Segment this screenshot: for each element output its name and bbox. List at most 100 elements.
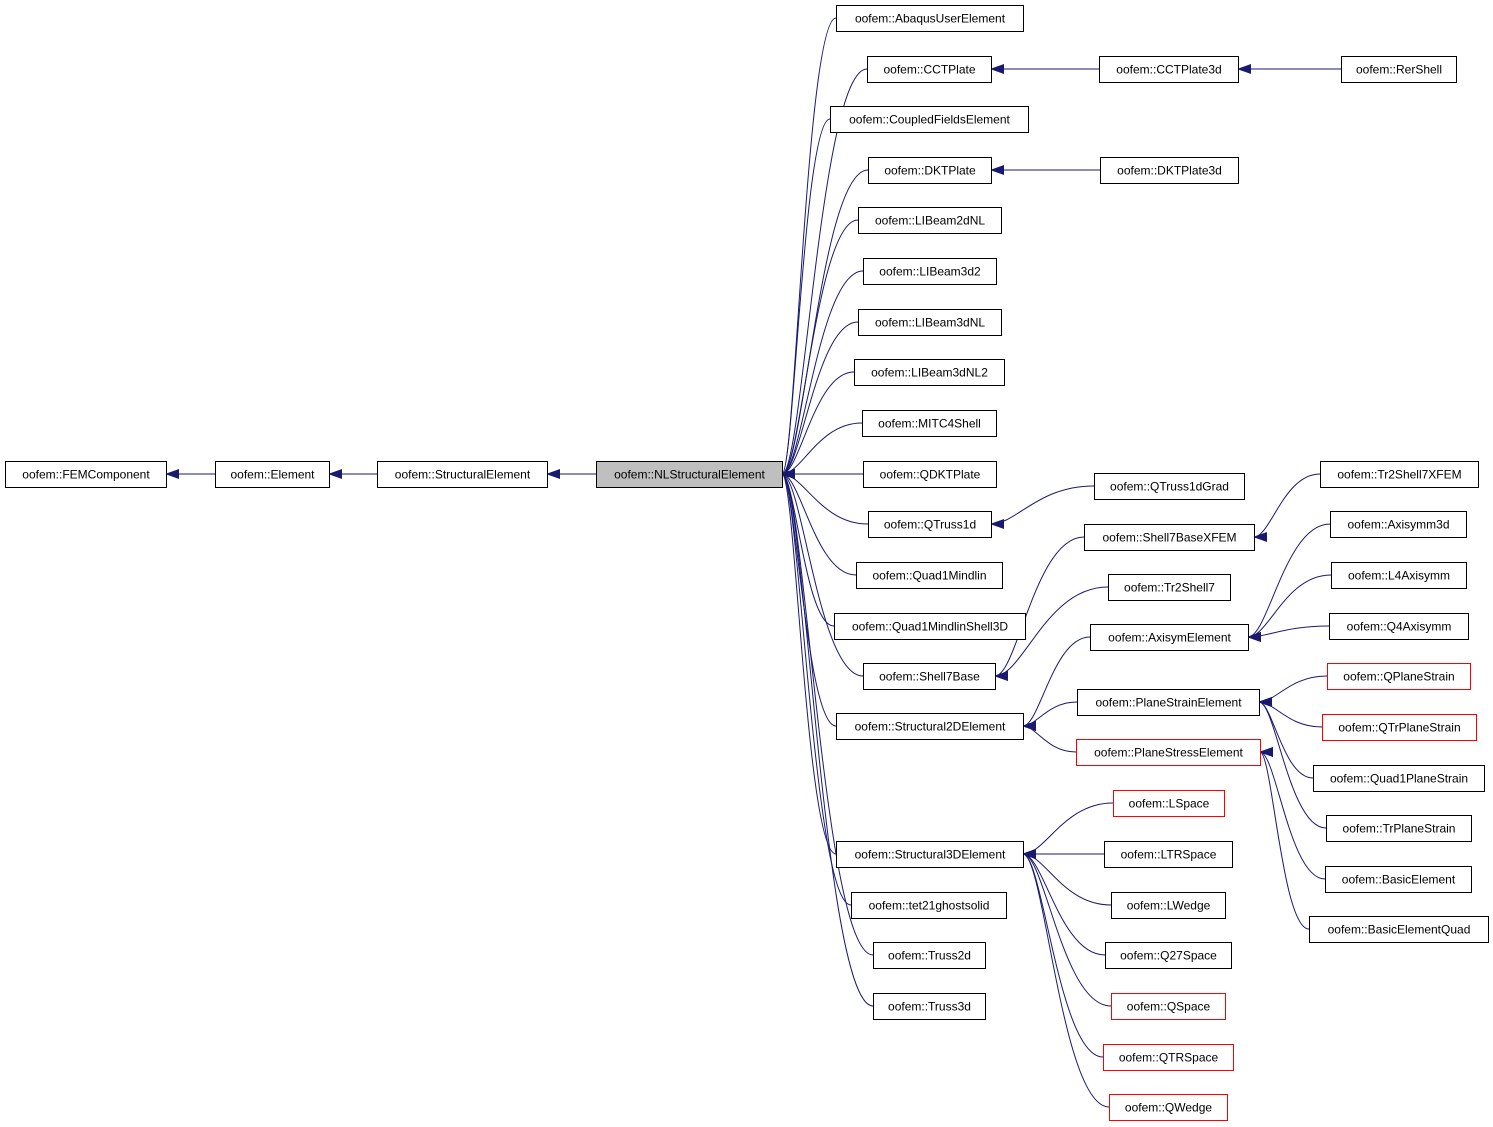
node-box[interactable] [1090,624,1249,651]
node-box[interactable] [1111,892,1226,919]
node-box[interactable] [1325,866,1472,893]
node-box[interactable] [215,461,330,488]
node-box[interactable] [1108,574,1231,601]
node-box[interactable] [5,461,167,488]
node-shell7basexfem[interactable]: oofem::Shell7BaseXFEM [1084,524,1255,551]
node-box[interactable] [1076,739,1261,766]
node-libeam3dnl[interactable]: oofem::LIBeam3dNL [858,309,1002,336]
node-box[interactable] [1313,765,1485,792]
node-box[interactable] [1099,56,1239,83]
node-box[interactable] [1309,916,1489,943]
node-box[interactable] [1094,473,1245,500]
node-box[interactable] [1320,461,1479,488]
node-q4axisymm[interactable]: oofem::Q4Axisymm [1329,613,1469,640]
node-planestresselement[interactable]: oofem::PlaneStressElement [1076,739,1261,766]
node-box[interactable] [1330,511,1467,538]
node-cctplate[interactable]: oofem::CCTPlate [867,56,992,83]
node-trplanestrain[interactable]: oofem::TrPlaneStrain [1326,815,1472,842]
node-box[interactable] [873,993,986,1020]
node-cctplate3d[interactable]: oofem::CCTPlate3d [1099,56,1239,83]
node-ltrspace[interactable]: oofem::LTRSpace [1104,841,1233,868]
node-box[interactable] [851,892,1007,919]
node-l4axisymm[interactable]: oofem::L4Axisymm [1331,562,1467,589]
node-basicelement[interactable]: oofem::BasicElement [1325,866,1472,893]
node-box[interactable] [836,841,1024,868]
node-quad1mindlinshell3d[interactable]: oofem::Quad1MindlinShell3D [834,613,1026,640]
node-box[interactable] [858,207,1002,234]
node-box[interactable] [868,157,992,184]
node-box[interactable] [1113,790,1225,817]
node-box[interactable] [1077,689,1260,716]
node-libeam3d2[interactable]: oofem::LIBeam3d2 [863,258,997,285]
node-dktplate3d[interactable]: oofem::DKTPlate3d [1100,157,1239,184]
node-qwedge[interactable]: oofem::QWedge [1109,1094,1228,1121]
node-box[interactable] [863,461,997,488]
node-axisymelement[interactable]: oofem::AxisymElement [1090,624,1249,651]
node-nlstructuralelement[interactable]: oofem::NLStructuralElement [596,461,783,488]
node-q27space[interactable]: oofem::Q27Space [1105,942,1232,969]
node-box[interactable] [596,461,783,488]
node-label: oofem::QTrPlaneStrain [1338,721,1460,735]
node-box[interactable] [377,461,548,488]
node-box[interactable] [1331,562,1467,589]
node-box[interactable] [867,56,992,83]
node-qplanestrain[interactable]: oofem::QPlaneStrain [1327,663,1471,690]
node-box[interactable] [1084,524,1255,551]
node-rershell[interactable]: oofem::RerShell [1341,56,1457,83]
node-coupledfieldselement[interactable]: oofem::CoupledFieldsElement [830,106,1029,133]
node-abaqususerelement[interactable]: oofem::AbaqusUserElement [836,5,1024,32]
node-box[interactable] [1111,993,1226,1020]
node-box[interactable] [868,511,992,538]
node-box[interactable] [1341,56,1457,83]
node-box[interactable] [863,663,996,690]
node-box[interactable] [1326,815,1472,842]
node-box[interactable] [854,359,1005,386]
node-box[interactable] [1103,1044,1234,1071]
node-dktplate[interactable]: oofem::DKTPlate [868,157,992,184]
node-box[interactable] [1322,714,1477,741]
node-box[interactable] [836,5,1024,32]
node-box[interactable] [1105,942,1232,969]
node-basicelementquad[interactable]: oofem::BasicElementQuad [1309,916,1489,943]
node-qtrplanestrain[interactable]: oofem::QTrPlaneStrain [1322,714,1477,741]
node-truss3d[interactable]: oofem::Truss3d [873,993,986,1020]
node-planestrainelement[interactable]: oofem::PlaneStrainElement [1077,689,1260,716]
node-tr2shell7xfem[interactable]: oofem::Tr2Shell7XFEM [1320,461,1479,488]
node-box[interactable] [836,713,1024,740]
node-axisymm3d[interactable]: oofem::Axisymm3d [1330,511,1467,538]
node-label: oofem::NLStructuralElement [614,468,765,482]
node-qspace[interactable]: oofem::QSpace [1111,993,1226,1020]
node-libeam2dnl[interactable]: oofem::LIBeam2dNL [858,207,1002,234]
node-box[interactable] [1104,841,1233,868]
node-tet21ghostsolid[interactable]: oofem::tet21ghostsolid [851,892,1007,919]
node-lspace[interactable]: oofem::LSpace [1113,790,1225,817]
node-structuralelement[interactable]: oofem::StructuralElement [377,461,548,488]
node-box[interactable] [834,613,1026,640]
node-box[interactable] [873,942,986,969]
node-box[interactable] [863,258,997,285]
node-quad1planestrain[interactable]: oofem::Quad1PlaneStrain [1313,765,1485,792]
node-shell7base[interactable]: oofem::Shell7Base [863,663,996,690]
node-quad1mindlin[interactable]: oofem::Quad1Mindlin [856,562,1003,589]
node-tr2shell7[interactable]: oofem::Tr2Shell7 [1108,574,1231,601]
node-femcomponent[interactable]: oofem::FEMComponent [5,461,167,488]
node-qtrspace[interactable]: oofem::QTRSpace [1103,1044,1234,1071]
node-box[interactable] [856,562,1003,589]
node-qtruss1d[interactable]: oofem::QTruss1d [868,511,992,538]
node-box[interactable] [862,410,997,437]
node-qdktplate[interactable]: oofem::QDKTPlate [863,461,997,488]
node-box[interactable] [1100,157,1239,184]
node-box[interactable] [1327,663,1471,690]
node-structural2delement[interactable]: oofem::Structural2DElement [836,713,1024,740]
node-libeam3dnl2[interactable]: oofem::LIBeam3dNL2 [854,359,1005,386]
node-structural3delement[interactable]: oofem::Structural3DElement [836,841,1024,868]
node-mitc4shell[interactable]: oofem::MITC4Shell [862,410,997,437]
node-box[interactable] [858,309,1002,336]
node-lwedge[interactable]: oofem::LWedge [1111,892,1226,919]
node-box[interactable] [1109,1094,1228,1121]
node-truss2d[interactable]: oofem::Truss2d [873,942,986,969]
node-qtruss1dgrad[interactable]: oofem::QTruss1dGrad [1094,473,1245,500]
node-element[interactable]: oofem::Element [215,461,330,488]
node-box[interactable] [830,106,1029,133]
node-box[interactable] [1329,613,1469,640]
